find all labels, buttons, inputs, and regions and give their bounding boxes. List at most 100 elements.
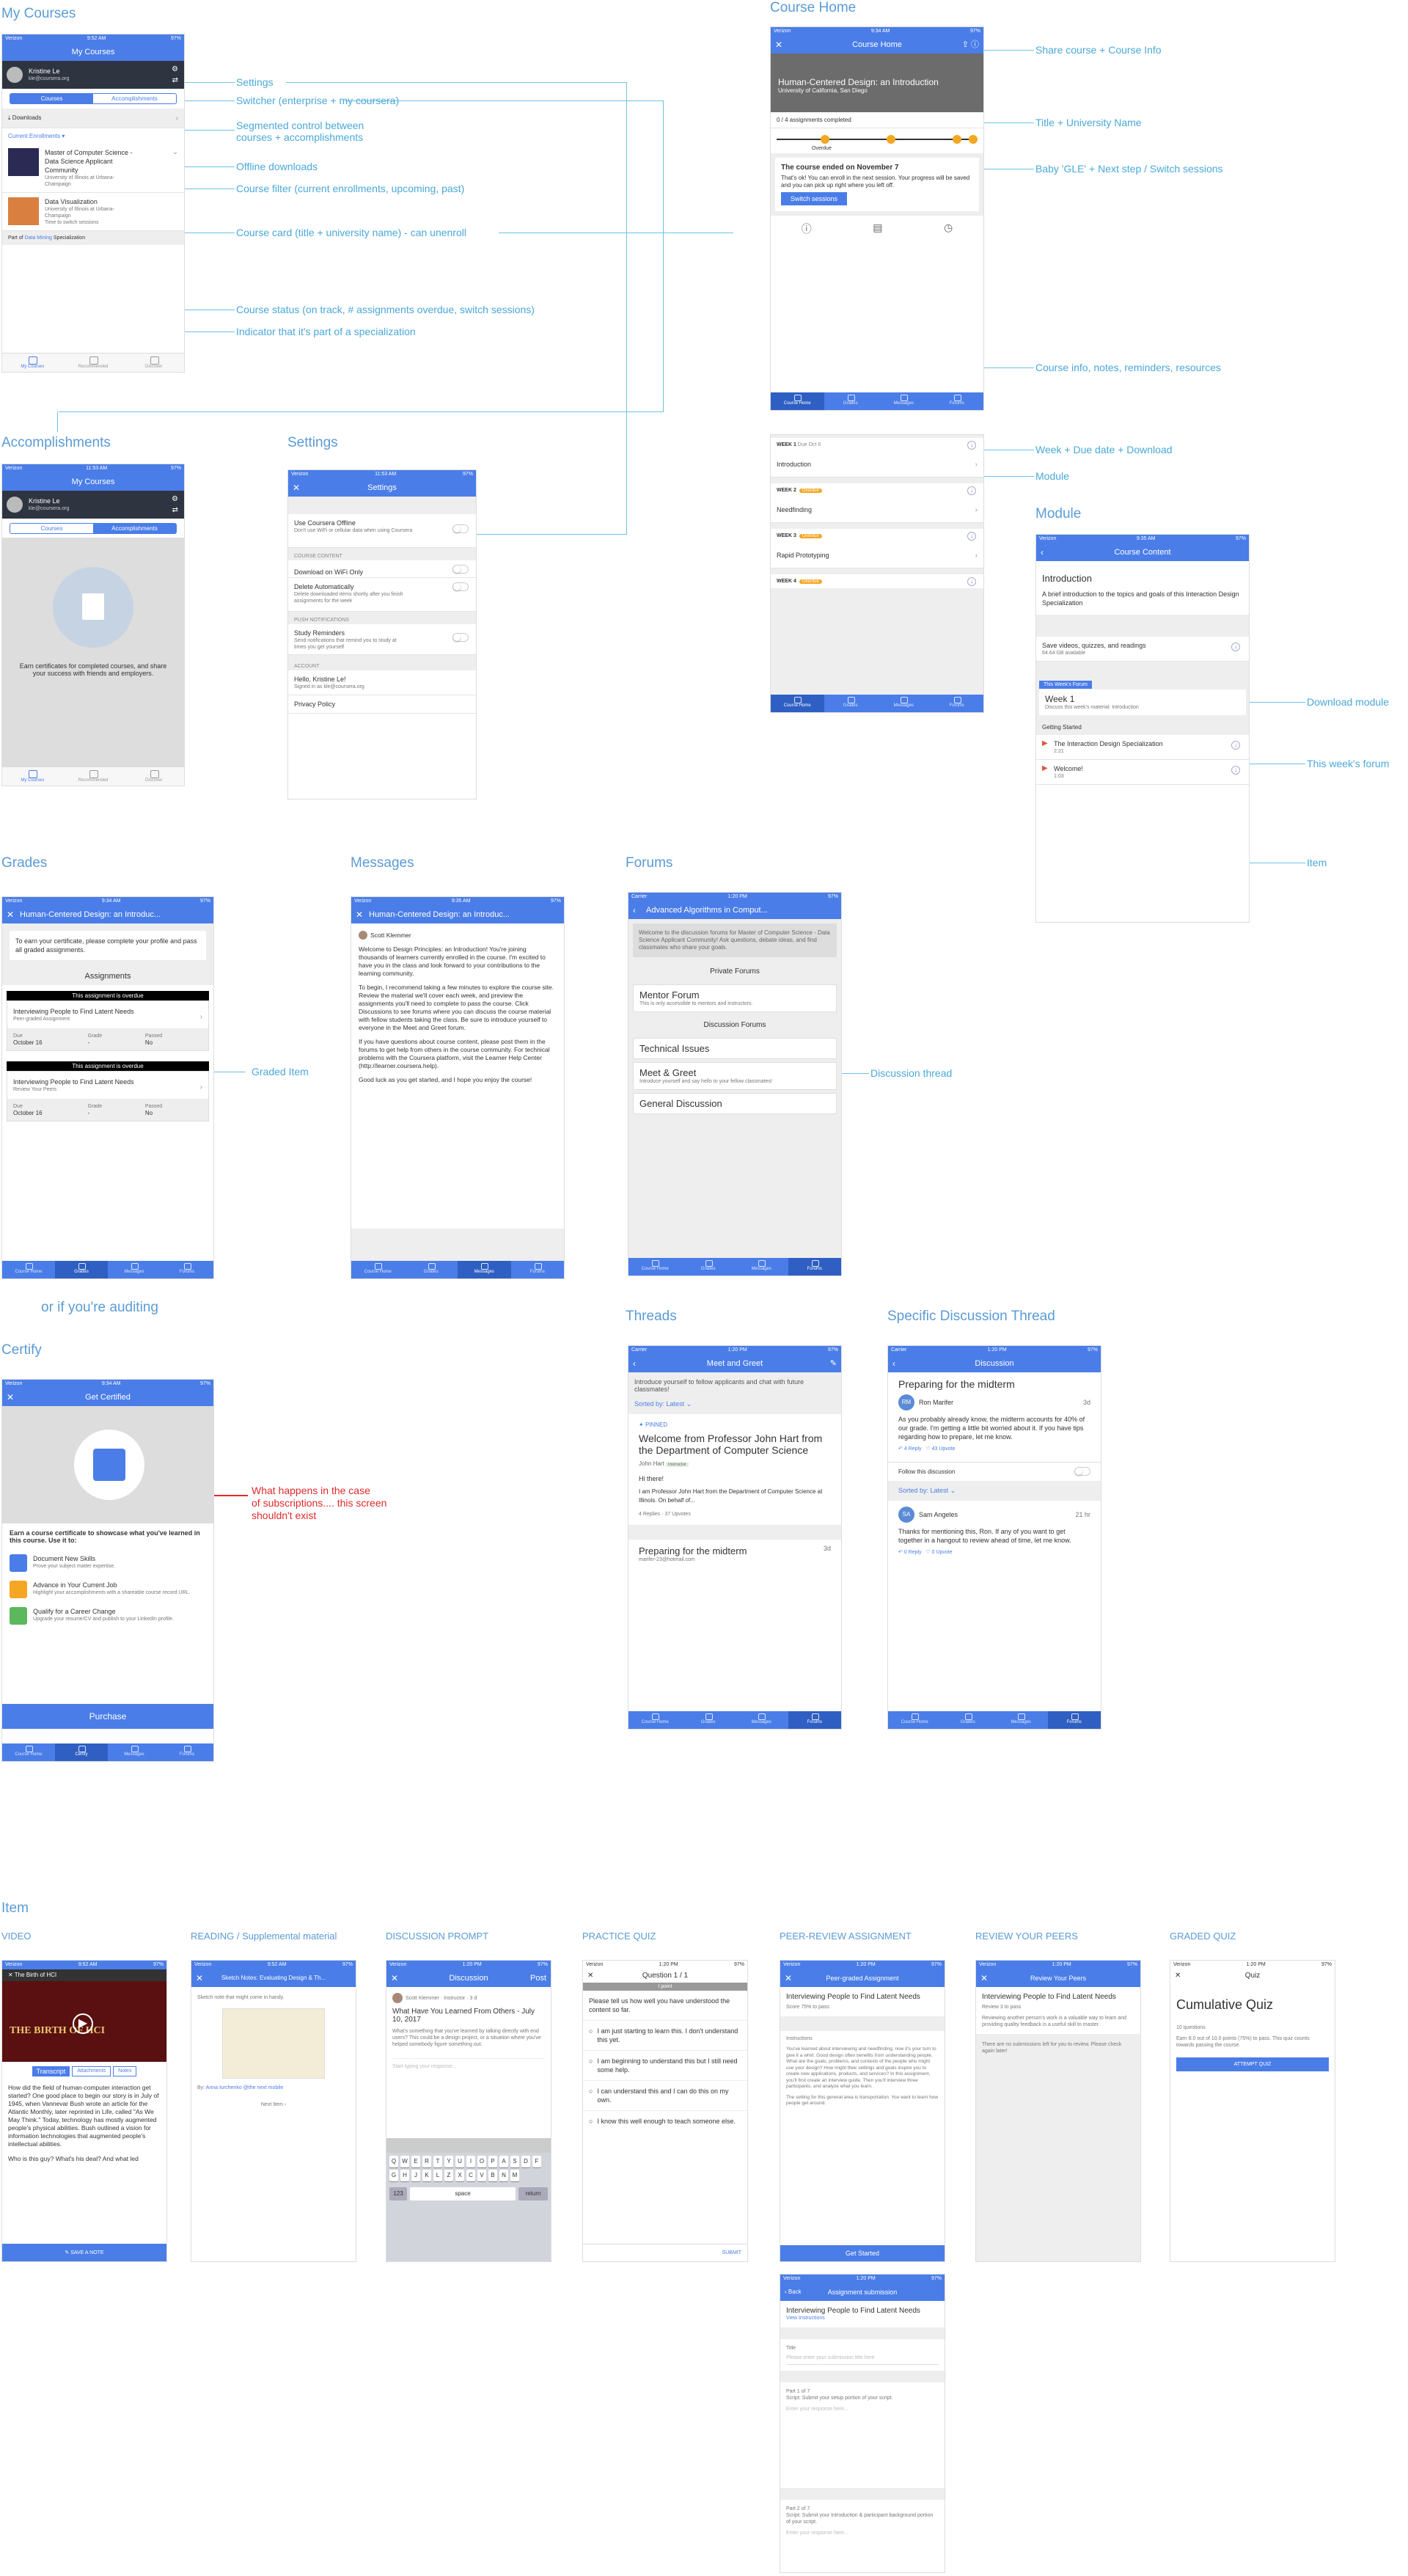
switch-sessions-button[interactable]: Switch sessions (781, 192, 847, 205)
key[interactable]: K (422, 2170, 431, 2181)
seg-accomplishments[interactable]: Accomplishments (111, 95, 158, 102)
close-icon[interactable]: ✕ (293, 483, 301, 493)
back-icon[interactable]: ‹ (892, 1358, 895, 1369)
key[interactable]: V (477, 2170, 486, 2181)
key[interactable]: C (466, 2170, 475, 2181)
response-input[interactable]: Enter your response here... (786, 2531, 848, 2536)
key[interactable]: D (521, 2156, 530, 2167)
video-player[interactable]: THE BIRTH OF HCI ▶ (2, 1981, 166, 2062)
back-button[interactable]: ‹ Back (785, 2288, 802, 2295)
user-header[interactable]: Kristine Le kle@coursera.org ⚙ ⇄ (2, 61, 184, 89)
key[interactable]: E (411, 2156, 420, 2167)
segmented-control[interactable]: Courses Accomplishments (10, 93, 177, 104)
key[interactable]: G (389, 2170, 398, 2181)
graded-item[interactable]: Interviewing People to Find Latent Needs… (7, 1000, 209, 1051)
key[interactable]: B (488, 2170, 497, 2181)
key[interactable]: F (532, 2156, 541, 2167)
key[interactable]: L (433, 2170, 442, 2181)
close-icon[interactable]: ✕ (587, 1972, 594, 1980)
compose-icon[interactable]: ✎ (829, 1359, 837, 1368)
key[interactable]: U (455, 2156, 464, 2167)
close-icon[interactable]: ✕ (8, 1972, 13, 1978)
switch-icon[interactable]: ⇄ (172, 506, 178, 514)
gear-icon[interactable]: ⚙ (172, 495, 178, 503)
thread-item[interactable]: ✦ PINNED Welcome from Professor John Har… (639, 1421, 823, 1517)
item-row[interactable]: ▶Welcome!1:03↓ (1036, 760, 1249, 785)
post-button[interactable]: Post (529, 1974, 546, 1983)
download-icon[interactable]: ↓ (967, 577, 976, 586)
key[interactable]: W (400, 2156, 409, 2167)
forum-item[interactable]: General Discussion (633, 1093, 837, 1114)
save-note-button[interactable]: ✎ SAVE A NOTE (2, 2244, 166, 2261)
graded-item[interactable]: Interviewing People to Find Latent Needs… (7, 1071, 209, 1121)
download-icon[interactable]: ↓ (967, 486, 976, 495)
title-input[interactable]: Please enter your submission title here (786, 2352, 939, 2365)
segmented-control[interactable]: Courses Accomplishments (10, 523, 177, 534)
submit-button[interactable]: SUBMIT (583, 2244, 747, 2261)
close-icon[interactable]: ✕ (775, 40, 783, 50)
get-started-button[interactable]: Get Started (780, 2245, 945, 2261)
reply-button[interactable]: ↶ 4 Reply (898, 1446, 922, 1452)
follow-row[interactable]: Follow this discussion (888, 1462, 1101, 1481)
key[interactable]: I (466, 2156, 475, 2167)
key[interactable]: T (433, 2156, 442, 2167)
download-icon[interactable]: ↓ (967, 532, 976, 541)
key[interactable]: J (411, 2170, 420, 2181)
close-icon[interactable]: ✕ (1175, 1972, 1181, 1980)
specialization-indicator[interactable]: Part of Data Mining Specialization (2, 231, 184, 245)
key[interactable]: Q (389, 2156, 398, 2167)
seg-courses[interactable]: Courses (10, 94, 93, 103)
attempt-quiz-button[interactable]: ATTEMPT QUIZ (1176, 2057, 1329, 2071)
download-icon[interactable]: ↓ (1231, 643, 1240, 651)
quiz-option[interactable]: ○I am beginning to understand this but I… (583, 2050, 747, 2080)
key[interactable]: R (422, 2156, 431, 2167)
offline-toggle[interactable] (452, 524, 469, 533)
close-icon[interactable]: ✕ (7, 910, 15, 920)
close-icon[interactable]: ✕ (356, 910, 364, 920)
course-card[interactable]: Master of Computer Science - Data Scienc… (2, 144, 184, 193)
close-icon[interactable]: ✕ (7, 1392, 15, 1402)
quiz-option[interactable]: ○I know this well enough to teach someon… (583, 2110, 747, 2132)
course-info-row[interactable]: ⓘ▤◷ (771, 216, 983, 242)
back-icon[interactable]: ‹ (633, 905, 636, 915)
back-icon[interactable]: ‹ (633, 1358, 636, 1369)
purchase-button[interactable]: Purchase (2, 1704, 213, 1729)
key[interactable]: Y (444, 2156, 453, 2167)
forum-item[interactable]: Technical Issues (633, 1038, 837, 1059)
response-input[interactable]: Start typing your response... (392, 2058, 545, 2070)
upvote-button[interactable]: ♡ 43 Upvote (925, 1446, 956, 1452)
key[interactable]: O (477, 2156, 486, 2167)
switch-icon[interactable]: ⇄ (172, 76, 178, 84)
sort-control[interactable]: Sorted by: Latest ⌄ (888, 1481, 1101, 1501)
follow-toggle[interactable] (1074, 1467, 1090, 1476)
view-instructions-link[interactable]: View Instructions (786, 2316, 825, 2321)
key[interactable]: X (455, 2170, 464, 2181)
key[interactable]: H (400, 2170, 409, 2181)
back-icon[interactable]: ‹ (1041, 547, 1044, 557)
close-icon[interactable]: ✕ (391, 1973, 399, 1983)
key[interactable]: N (499, 2170, 508, 2181)
close-icon[interactable]: ✕ (980, 1973, 989, 1983)
close-icon[interactable]: ✕ (196, 1973, 204, 1983)
quiz-option[interactable]: ○I can understand this and I can do this… (583, 2080, 747, 2110)
quiz-option[interactable]: ○I am just starting to learn this. I don… (583, 2020, 747, 2050)
key[interactable]: A (499, 2156, 508, 2167)
downloads-row[interactable]: ⤓ Downloads› (2, 109, 184, 128)
next-item-link[interactable]: Next Item › (260, 2102, 287, 2107)
close-icon[interactable]: ✕ (785, 1973, 793, 1983)
share-icon[interactable]: ⇪ ⓘ (961, 40, 979, 49)
key[interactable]: M (510, 2170, 519, 2181)
gear-icon[interactable]: ⚙ (172, 65, 178, 73)
key[interactable]: Z (444, 2170, 453, 2181)
key[interactable]: S (510, 2156, 519, 2167)
course-filter[interactable]: Current Enrollments ▾ (8, 133, 65, 139)
